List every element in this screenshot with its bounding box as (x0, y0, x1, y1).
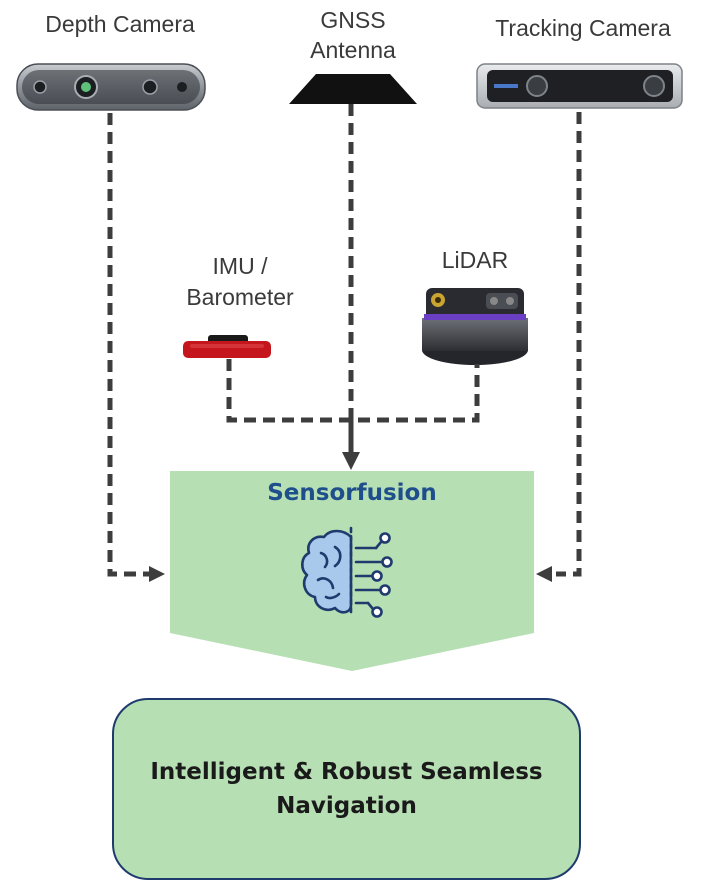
gnss-label-line2: Antenna (310, 37, 396, 63)
imu-barometer-icon (183, 335, 271, 358)
depth-camera-icon (16, 63, 206, 111)
navigation-output-label: Intelligent & Robust Seamless Navigation (150, 759, 543, 819)
depth-camera-connector (107, 113, 150, 577)
arrowhead-top (342, 452, 360, 470)
navigation-output-box: Intelligent & Robust Seamless Navigation (112, 698, 581, 880)
arrowhead-right (536, 566, 552, 582)
gnss-label-line1: GNSS (320, 7, 386, 33)
tracking-camera-icon (476, 63, 683, 109)
tracking-camera-connector (556, 112, 582, 577)
depth-camera-label: Depth Camera (45, 11, 195, 37)
tracking-camera-label: Tracking Camera (495, 15, 671, 41)
connector-lines (107, 104, 582, 577)
lidar-label: LiDAR (441, 247, 509, 273)
imu-label-line1: IMU / (212, 253, 268, 279)
arrowhead-left (149, 566, 165, 582)
lidar-icon (422, 288, 528, 365)
imu-label-line2: Barometer (186, 284, 294, 310)
imu-lidar-connector (226, 359, 480, 423)
brain-circuit-icon (301, 526, 393, 618)
sensorfusion-title: Sensorfusion (267, 480, 437, 506)
gnss-antenna-icon (289, 74, 417, 104)
